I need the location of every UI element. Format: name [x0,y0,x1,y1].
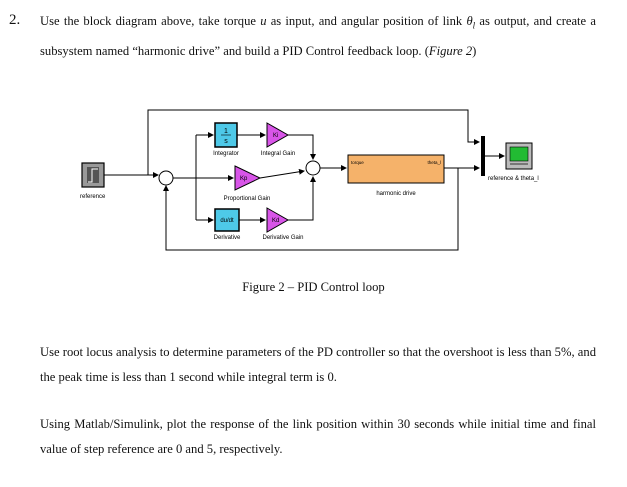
kd-label: Kd [272,218,279,224]
var-theta-sub: l [472,20,476,31]
reference-branch [147,109,480,175]
question-number: 2. [9,12,21,28]
integral-gain-label: Integral Gain [261,151,295,157]
question-text: Use the block diagram above, take torque… [40,9,596,64]
kd-gain-block [266,207,290,233]
derivative-gain-label: Derivative Gain [262,235,303,241]
paragraph-root-locus: Use root locus analysis to determine par… [40,345,596,384]
pid-block-diagram: reference 1 s Integrator Ki Integral Gai… [80,109,539,251]
ki-gain-block [266,122,290,148]
kp-gain-block [234,165,262,191]
question-text-c: as output, and create a subsystem named … [40,14,596,58]
derivative-symbol: du/dt [220,218,234,224]
question-text-a: Use the block diagram above, take torque [40,14,261,28]
paragraph-simulink: Using Matlab/Simulink, plot the response… [40,417,596,456]
var-u: u [260,14,267,28]
reference-label: reference [80,194,106,200]
question-text-d: ) [472,43,477,58]
reference-block [81,162,105,188]
feedback-path [163,168,459,251]
ki-label: Ki [273,133,278,139]
integrator-num: 1 [224,128,228,135]
subsystem-out-port: theta_l [427,160,441,165]
proportional-gain-label: Proportional Gain [224,196,271,202]
harmonic-drive-label: harmonic drive [376,191,416,197]
subsystem-in-port: torque [351,160,364,165]
var-theta: θ [466,14,473,28]
question-text-b: as input, and angular position of link [266,14,467,28]
integrator-den: s [224,138,228,145]
figure-ref: Figure 2 [428,43,473,58]
scope-block [505,142,533,170]
integrator-block: 1 s [214,122,238,148]
error-sum-junction [158,170,174,186]
scope-label: reference & theta_l [488,176,539,182]
pid-sum-junction [305,160,321,176]
harmonic-drive-subsystem [347,154,445,184]
figure-caption: Figure 2 – PID Control loop [242,280,385,294]
kp-label: Kp [240,176,248,182]
derivative-label: Derivative [214,235,241,241]
mux-block [481,136,485,176]
integrator-label: Integrator [213,151,239,157]
